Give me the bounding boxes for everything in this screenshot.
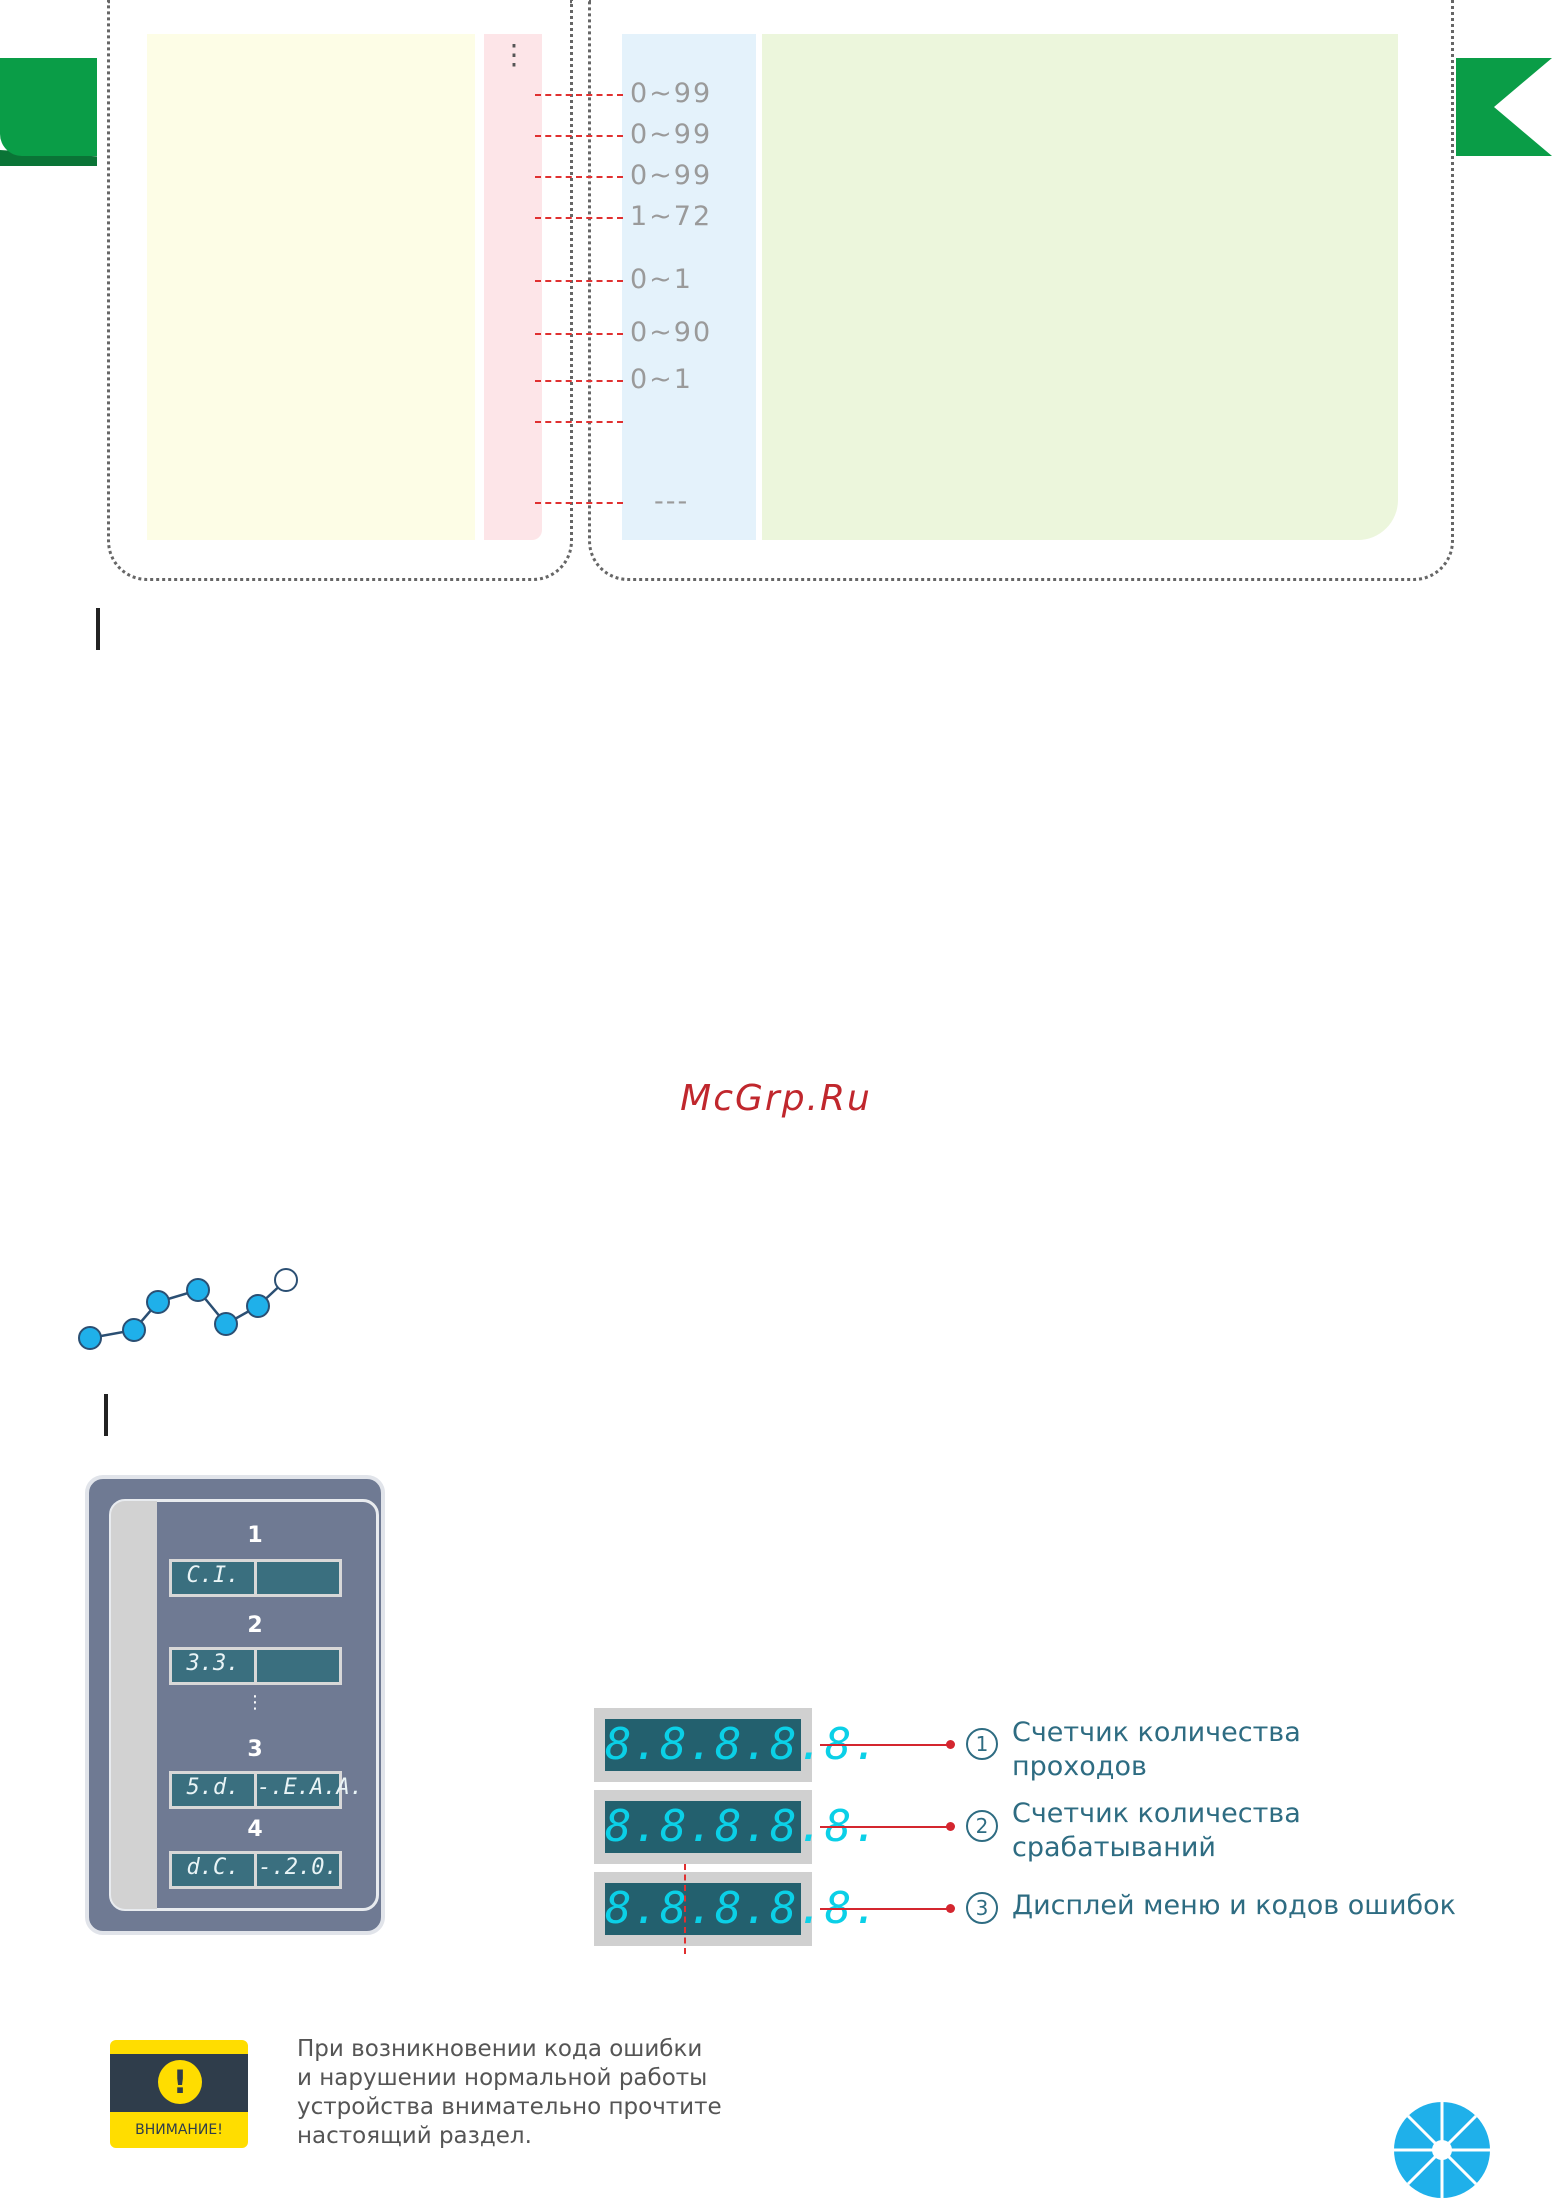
- range-value: 1~72: [630, 201, 713, 232]
- counter-label: Счетчик количества проходов: [1012, 1716, 1301, 1784]
- panel-side-strip: [111, 1501, 157, 1909]
- range-leader-line: [535, 333, 623, 335]
- counter-digits: 8.8.8.8.8.: [605, 1883, 880, 1934]
- counter-screen: 8.8.8.8.8.: [605, 1801, 880, 1853]
- range-leader-line: [535, 94, 623, 96]
- panel-lcd-row: d.C. -.2.0.: [169, 1851, 342, 1889]
- range-leader-line: [535, 217, 623, 219]
- counter-number-badge: 1: [966, 1728, 998, 1760]
- counter-label-line: Счетчик количества: [1012, 1798, 1301, 1829]
- counter-number-badge: 3: [966, 1892, 998, 1924]
- column-pink: [484, 34, 542, 540]
- panel-lcd-right: [257, 1562, 339, 1594]
- counter-label-line: проходов: [1012, 1751, 1147, 1782]
- panel-lcd-left: 3.3.: [172, 1650, 254, 1682]
- table-frame-left: [107, 0, 573, 581]
- attention-band: !: [110, 2054, 248, 2112]
- attention-note-line: настоящий раздел.: [297, 2123, 532, 2149]
- range-leader-line: [535, 135, 623, 137]
- panel-lcd-right: -.E.A.A.: [257, 1774, 363, 1806]
- panel-lcd-left: 5.d.: [172, 1774, 254, 1806]
- attention-label: ВНИМАНИЕ!: [135, 2122, 223, 2138]
- counter-label: Счетчик количества срабатываний: [1012, 1797, 1301, 1865]
- panel-inner-frame: [109, 1499, 379, 1911]
- panel-lcd-row: C.I.: [169, 1559, 342, 1597]
- counter-digits: 8.8.8.8.8.: [605, 1719, 880, 1770]
- counter-display-2: 8.8.8.8.8.: [594, 1790, 880, 1864]
- counter-leader-dot: [946, 1904, 955, 1913]
- range-leader-line: [535, 176, 623, 178]
- panel-row-number: 4: [247, 1817, 263, 1842]
- range-value: ---: [654, 486, 690, 517]
- panel-lcd-row: 3.3.: [169, 1647, 342, 1685]
- attention-note: При возникновении кода ошибки и нарушени…: [297, 2035, 757, 2151]
- counter-leader-line: [820, 1908, 950, 1910]
- counter-split-marker: [684, 1864, 686, 1954]
- chain-nodes-icon: [78, 1268, 298, 1350]
- panel-row-number: 2: [247, 1613, 263, 1638]
- panel-lcd-left: C.I.: [172, 1562, 254, 1594]
- brand-logo-icon: [1394, 2102, 1490, 2198]
- counter-leader-dot: [946, 1822, 955, 1831]
- range-leader-line: [535, 280, 623, 282]
- range-value: 0~90: [630, 317, 713, 348]
- table-frame-right: [588, 0, 1454, 581]
- panel-row-number: 3: [247, 1737, 263, 1762]
- counter-leader-line: [820, 1744, 950, 1746]
- section-marker-2: [104, 1394, 108, 1436]
- column-pink-ellipsis: ⋮: [500, 38, 528, 71]
- counter-screen: 8.8.8.8.8.: [605, 1719, 880, 1771]
- counter-digits: 8.8.8.8.8.: [605, 1801, 880, 1852]
- range-value: 0~1: [630, 264, 693, 295]
- control-panel: 1 C.I. 2 3.3. ⋮ 3 5.d. -.E.A.A. 4 d.C. -…: [85, 1475, 385, 1935]
- counter-label-line: срабатываний: [1012, 1832, 1216, 1863]
- attention-badge: ! ВНИМАНИЕ!: [110, 2040, 248, 2148]
- counter-leader-dot: [946, 1740, 955, 1749]
- range-value: 0~99: [630, 78, 713, 109]
- counter-label: Дисплей меню и кодов ошибок: [1012, 1889, 1456, 1923]
- counter-screen: 8.8.8.8.8.: [605, 1883, 880, 1935]
- panel-lcd-row: 5.d. -.E.A.A.: [169, 1771, 363, 1809]
- attention-note-line: и нарушении нормальной работы: [297, 2065, 708, 2091]
- panel-ellipsis: ⋮: [246, 1692, 264, 1713]
- counter-leader-line: [820, 1826, 950, 1828]
- range-value: 0~99: [630, 119, 713, 150]
- panel-lcd-right: -.2.0.: [257, 1854, 339, 1886]
- panel-row-number: 1: [247, 1523, 263, 1548]
- range-leader-line: [535, 380, 623, 382]
- counter-display-1: 8.8.8.8.8.: [594, 1708, 880, 1782]
- panel-lcd-left: d.C.: [172, 1854, 254, 1886]
- attention-note-line: устройства внимательно прочтите: [297, 2094, 722, 2120]
- panel-lcd-right: [257, 1650, 339, 1682]
- exclamation-icon: !: [158, 2060, 202, 2104]
- green-ribbon-right: [1456, 58, 1552, 156]
- column-light-green: [762, 34, 1398, 540]
- column-yellow: [147, 34, 475, 540]
- attention-note-line: При возникновении кода ошибки: [297, 2036, 703, 2062]
- section-marker-1: [96, 608, 100, 650]
- counter-number-badge: 2: [966, 1810, 998, 1842]
- watermark: McGrp.Ru: [680, 1078, 872, 1119]
- range-leader-line: [535, 502, 623, 504]
- range-value: 0~99: [630, 160, 713, 191]
- range-leader-line: [535, 421, 623, 423]
- counter-display-3: 8.8.8.8.8.: [594, 1864, 880, 1954]
- green-tab-left: [0, 58, 97, 156]
- column-blue: [622, 34, 756, 540]
- counter-label-line: Счетчик количества: [1012, 1717, 1301, 1748]
- range-value: 0~1: [630, 364, 693, 395]
- counter-label-line: Дисплей меню и кодов ошибок: [1012, 1890, 1456, 1921]
